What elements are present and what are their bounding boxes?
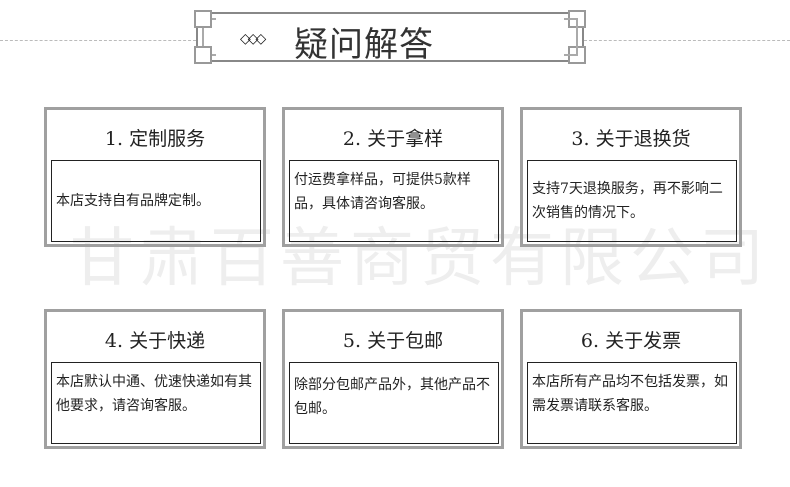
fret-corner-icon <box>194 46 212 64</box>
card-title: 2. 关于拿样 <box>342 128 444 150</box>
page-title: 疑问解答 <box>294 25 434 65</box>
faq-card-samples: 2. 关于拿样付运费拿样品，可提供5款样品，具体请咨询客服。 <box>282 107 504 247</box>
card-title: 6. 关于发票 <box>580 330 682 352</box>
fret-corner-icon <box>568 10 586 28</box>
card-body: 除部分包邮产品外，其他产品不包邮。 <box>289 362 499 444</box>
faq-card-free-shipping: 5. 关于包邮除部分包邮产品外，其他产品不包邮。 <box>282 309 504 449</box>
diamonds-icon: ◇◇◇ <box>240 31 266 47</box>
card-title: 5. 关于包邮 <box>342 330 444 352</box>
fret-corner-icon <box>194 10 212 28</box>
faq-card-invoice: 6. 关于发票本店所有产品均不包括发票，如需发票请联系客服。 <box>520 309 742 449</box>
fret-corner-icon <box>568 46 586 64</box>
card-title: 1. 定制服务 <box>104 128 206 150</box>
card-body: 本店默认中通、优速快递如有其他要求，请咨询客服。 <box>51 362 261 444</box>
card-title: 3. 关于退换货 <box>571 128 691 150</box>
card-body: 付运费拿样品，可提供5款样品，具体请咨询客服。 <box>289 160 499 242</box>
faq-card-returns: 3. 关于退换货支持7天退换服务，再不影响二次销售的情况下。 <box>520 107 742 247</box>
divider-right <box>584 40 790 41</box>
divider-left <box>0 40 196 41</box>
card-title: 4. 关于快递 <box>104 330 206 352</box>
faq-card-shipping: 4. 关于快递本店默认中通、优速快递如有其他要求，请咨询客服。 <box>44 309 266 449</box>
watermark: 甘肃百善商贸有限公司 <box>70 222 770 296</box>
card-body: 支持7天退换服务，再不影响二次销售的情况下。 <box>527 160 737 242</box>
section-banner: ◇◇◇ 疑问解答 <box>194 10 586 65</box>
card-body: 本店支持自有品牌定制。 <box>51 160 261 242</box>
card-body: 本店所有产品均不包括发票，如需发票请联系客服。 <box>527 362 737 444</box>
faq-card-custom: 1. 定制服务本店支持自有品牌定制。 <box>44 107 266 247</box>
